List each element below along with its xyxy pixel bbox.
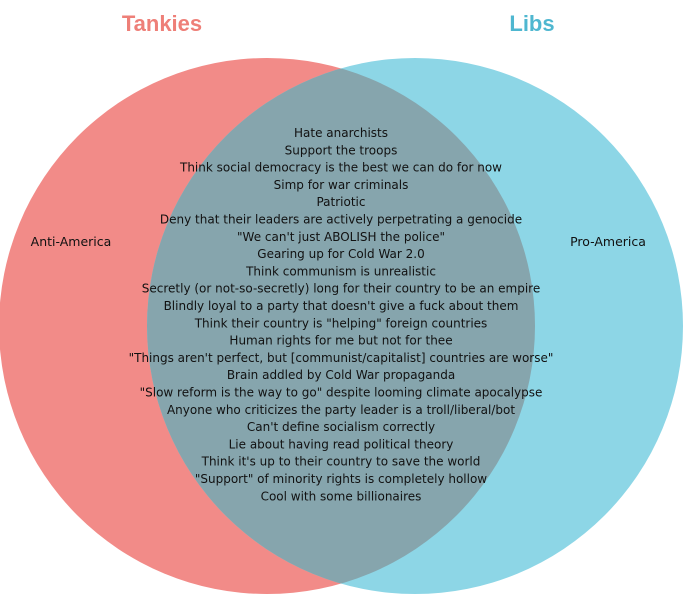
overlap-item: Gearing up for Cold War 2.0 <box>257 247 424 261</box>
overlap-item: Think their country is "helping" foreign… <box>194 316 488 330</box>
overlap-item: "Slow reform is the way to go" despite l… <box>140 386 543 400</box>
overlap-item: Simp for war criminals <box>274 178 409 192</box>
overlap-item: Can't define socialism correctly <box>247 420 435 434</box>
overlap-item: Anyone who criticizes the party leader i… <box>167 403 515 417</box>
overlap-item: Support the troops <box>285 143 398 157</box>
overlap-item: "We can't just ABOLISH the police" <box>237 230 445 244</box>
overlap-item: "Support" of minority rights is complete… <box>195 472 487 486</box>
overlap-item: Lie about having read political theory <box>229 437 454 451</box>
overlap-region <box>147 58 535 594</box>
overlap-item: Patriotic <box>316 195 365 209</box>
overlap-item: Hate anarchists <box>294 126 388 140</box>
overlap-item: Brain addled by Cold War propaganda <box>227 368 455 382</box>
overlap-item: Secretly (or not-so-secretly) long for t… <box>142 282 540 296</box>
tankies-title: Tankies <box>122 11 202 36</box>
overlap-item: Think it's up to their country to save t… <box>201 455 481 469</box>
overlap-item: Human rights for me but not for thee <box>229 334 452 348</box>
overlap-item: Deny that their leaders are actively per… <box>160 213 522 227</box>
overlap-item: "Things aren't perfect, but [communist/c… <box>129 351 554 365</box>
overlap-item: Cool with some billionaires <box>261 489 422 503</box>
overlap-item: Think communism is unrealistic <box>245 264 436 278</box>
overlap-item: Blindly loyal to a party that doesn't gi… <box>164 299 519 313</box>
overlap-item: Think social democracy is the best we ca… <box>179 161 502 175</box>
libs-title: Libs <box>509 11 554 36</box>
anti-america-label: Anti-America <box>31 234 112 249</box>
pro-america-label: Pro-America <box>570 234 646 249</box>
